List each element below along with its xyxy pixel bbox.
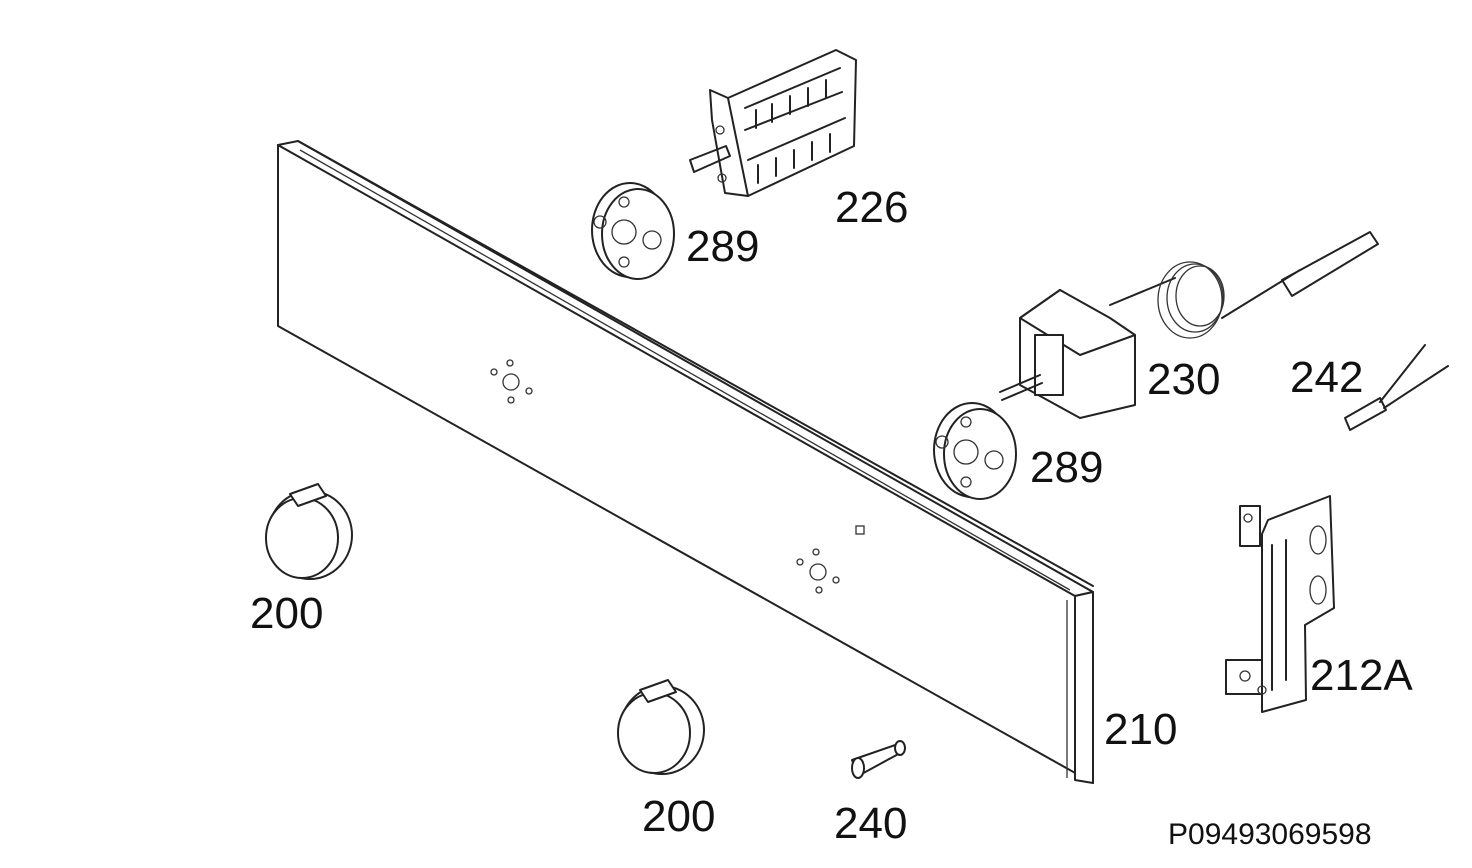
bracket-part-212A — [1225, 495, 1335, 713]
label-200-bottom: 200 — [642, 792, 716, 841]
indicator-lamp-part-240 — [851, 740, 906, 779]
label-200-left: 200 — [250, 589, 324, 638]
label-242: 242 — [1290, 353, 1364, 402]
label-289-bottom: 289 — [1030, 443, 1104, 492]
bushing-part-289-top — [591, 182, 675, 280]
selector-switch-part-226 — [689, 49, 857, 197]
label-240: 240 — [834, 799, 908, 848]
knob-part-200-left — [265, 483, 353, 580]
knob-part-200-bottom — [617, 679, 705, 775]
label-212A: 212A — [1310, 651, 1413, 700]
label-230: 230 — [1147, 355, 1221, 404]
thermostat-part-230 — [999, 231, 1379, 419]
control-panel-part-210 — [277, 140, 1094, 784]
label-289-top: 289 — [686, 222, 760, 271]
label-210: 210 — [1104, 705, 1178, 754]
diagram-reference-code: P09493069598 — [1168, 818, 1372, 851]
sensor-part-242 — [1344, 344, 1449, 431]
label-226: 226 — [835, 183, 909, 232]
bushing-part-289-bottom — [933, 402, 1017, 500]
